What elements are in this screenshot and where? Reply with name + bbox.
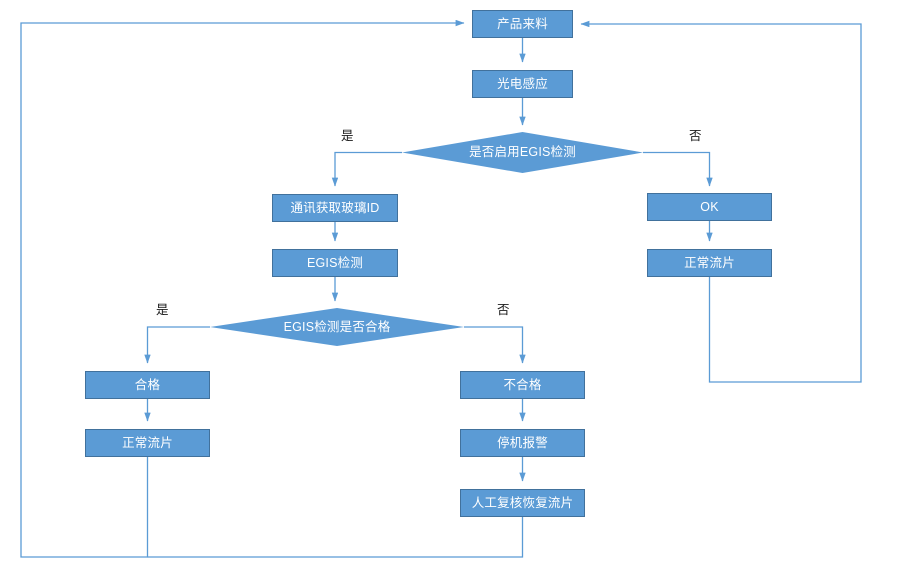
node-label: 是否启用EGIS检测: [469, 145, 576, 160]
node-label: 人工复核恢复流片: [471, 495, 574, 510]
node-label: 光电感应: [497, 76, 548, 91]
node-label: EGIS检测是否合格: [283, 319, 391, 334]
node-fail[interactable]: 不合格: [460, 371, 585, 399]
diamond-shape-icon: [210, 308, 464, 346]
node-label: 不合格: [503, 377, 542, 392]
edge-d1-n5: [643, 151, 713, 187]
node-decision-enable-egis[interactable]: 是否启用EGIS检测: [402, 132, 643, 173]
node-ok[interactable]: OK: [647, 193, 772, 221]
node-pass[interactable]: 合格: [85, 371, 210, 399]
node-decision-egis-pass[interactable]: EGIS检测是否合格: [210, 308, 464, 346]
node-label: 通讯获取玻璃ID: [290, 200, 380, 215]
edge-label-yes-enable-egis: 是: [341, 129, 354, 143]
node-stop-alarm[interactable]: 停机报警: [460, 429, 585, 457]
edge-d2-n7: [144, 326, 210, 364]
node-photoelectric-sensing[interactable]: 光电感应: [472, 70, 573, 98]
node-normal-flow-left[interactable]: 正常流片: [85, 429, 210, 457]
node-label: 合格: [134, 377, 161, 392]
node-label: EGIS检测: [306, 255, 364, 270]
edge-label-yes-egis-pass: 是: [156, 303, 169, 317]
edge-d1-n3: [331, 151, 402, 187]
node-label: 产品来料: [497, 16, 548, 31]
edge-d2-n9: [464, 326, 526, 364]
edge-n6-n1: [580, 20, 862, 383]
node-normal-flow-right[interactable]: 正常流片: [647, 249, 772, 277]
edge-label-no-egis-pass: 否: [497, 303, 510, 317]
node-label: 正常流片: [684, 255, 735, 270]
edge-label-no-enable-egis: 否: [689, 129, 702, 143]
node-egis-inspection[interactable]: EGIS检测: [272, 249, 398, 277]
node-get-glass-id[interactable]: 通讯获取玻璃ID: [272, 194, 398, 222]
edge-n8-n1: [20, 19, 465, 558]
node-label: 正常流片: [122, 435, 173, 450]
edge-n11-n1: [147, 517, 524, 558]
diamond-shape-icon: [402, 132, 643, 173]
node-manual-review-resume[interactable]: 人工复核恢复流片: [460, 489, 585, 517]
node-product-incoming[interactable]: 产品来料: [472, 10, 573, 38]
node-label: 停机报警: [497, 435, 548, 450]
node-label: OK: [700, 199, 719, 214]
